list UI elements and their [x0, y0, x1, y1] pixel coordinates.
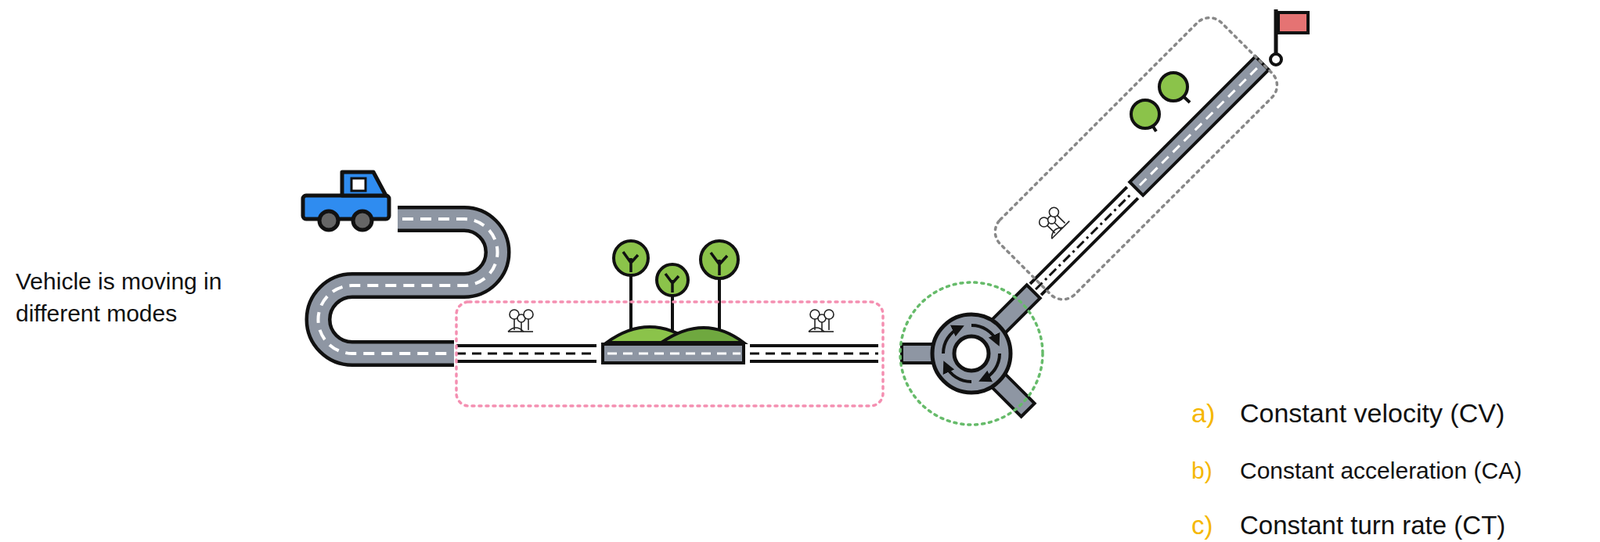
intro-note: Vehicle is moving in different modes: [15, 266, 298, 330]
winding-road: [318, 219, 498, 354]
mode-name: Constant turn rate (CT): [1239, 508, 1600, 542]
truck: [302, 172, 390, 231]
sketch-trees: [1036, 205, 1070, 239]
tree-pair: [1131, 72, 1190, 132]
sketch-trees: [808, 309, 834, 332]
straight-road: [456, 344, 935, 364]
mode-name: Constant velocity (CV): [1239, 396, 1600, 433]
list-letter: a): [1191, 396, 1239, 433]
list-letter: b): [1191, 455, 1239, 488]
cv-region: [456, 302, 883, 407]
list-letter: c): [1191, 508, 1239, 542]
tree-group: [606, 241, 744, 343]
mode-name: Constant acceleration (CA): [1239, 455, 1600, 488]
ct-region: [900, 282, 1043, 426]
diagonal-road: [940, 10, 1284, 354]
roundabout: [932, 314, 1011, 393]
goal-flag: [1270, 9, 1309, 65]
sketch-trees: [508, 309, 534, 332]
